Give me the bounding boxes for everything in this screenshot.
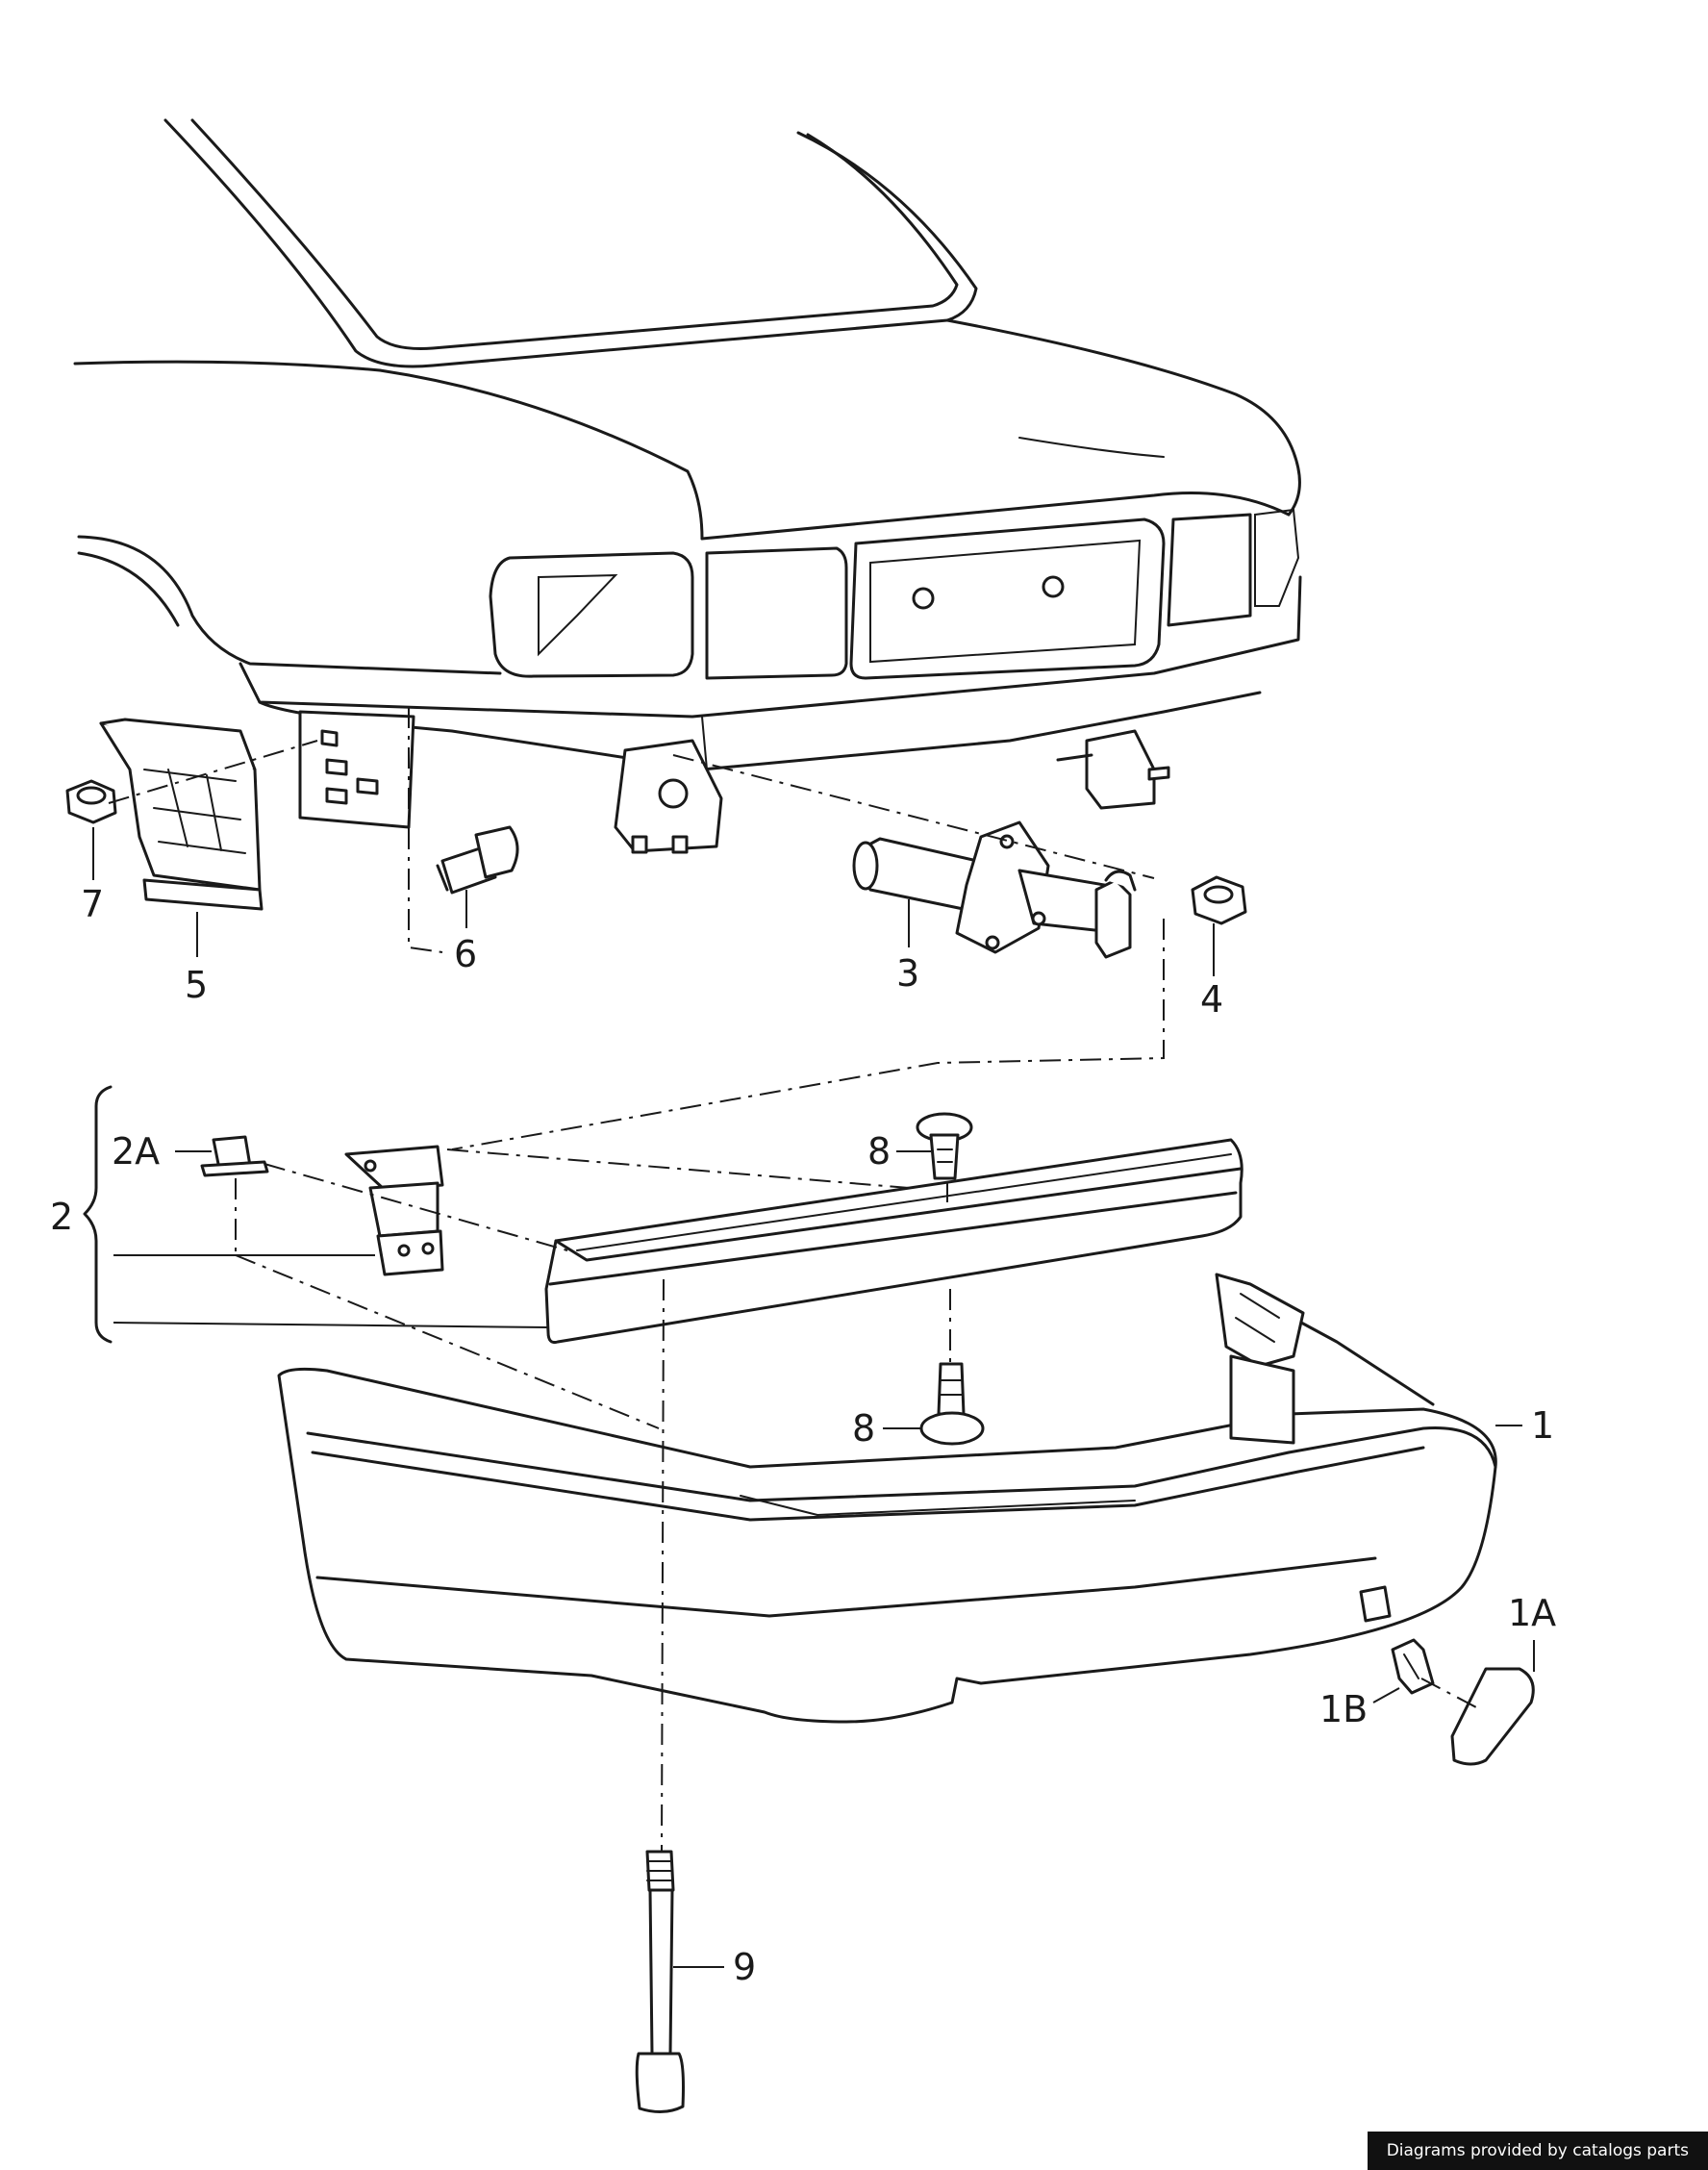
callout-8-upper: 8 (867, 1130, 891, 1173)
long-bolt-part-9 (635, 1850, 685, 2113)
bumper-reinforcement (544, 1138, 1243, 1344)
clip-part-8-lower (919, 1362, 985, 1446)
callout-1B: 1B (1319, 1688, 1368, 1730)
bumper-cover-part-1 (277, 1273, 1497, 1724)
clip-part-1B (1391, 1638, 1435, 1695)
callout-8-lower: 8 (852, 1407, 875, 1450)
impact-absorber-part-3 (852, 820, 1137, 959)
callout-labels: 1 1A 1B 2 2A 3 4 5 6 7 8 8 9 (50, 883, 1556, 1988)
callout-2A: 2A (112, 1130, 160, 1173)
callout-1A: 1A (1508, 1592, 1556, 1634)
callout-7: 7 (81, 883, 104, 925)
cover-cap-part-1A (1450, 1667, 1535, 1766)
bracket-nut-part-2A (200, 1135, 269, 1177)
mounting-bracket-part-2 (344, 1145, 444, 1276)
guide-bracket-part-5 (99, 718, 264, 911)
callout-3: 3 (896, 952, 919, 995)
callout-4: 4 (1200, 978, 1223, 1021)
leader-lines (92, 827, 1535, 1968)
callout-6: 6 (454, 933, 477, 975)
callout-5: 5 (185, 964, 208, 1006)
flange-bolt-part-6 (436, 825, 519, 895)
group-brace-part-2 (83, 1085, 113, 1344)
callout-2: 2 (50, 1196, 73, 1238)
clip-part-8-upper (916, 1112, 973, 1180)
nut-part-7 (65, 779, 117, 824)
callout-1: 1 (1531, 1404, 1554, 1447)
assembly-lines (108, 707, 1477, 1853)
credit-footer: Diagrams provided by catalogs parts (1367, 2132, 1708, 2170)
callout-9: 9 (733, 1946, 756, 1988)
nut-part-4 (1191, 875, 1247, 925)
car-body (73, 118, 1302, 854)
